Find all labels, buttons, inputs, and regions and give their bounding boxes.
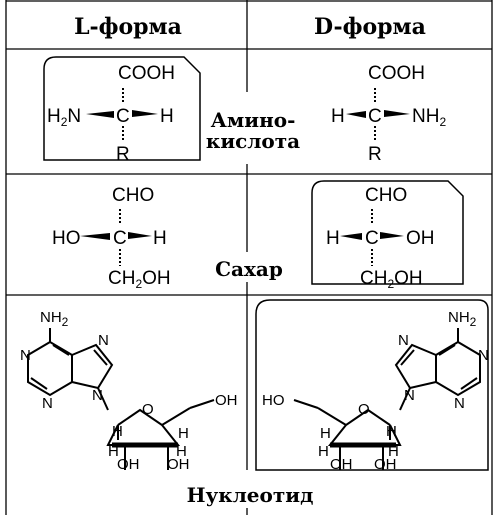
row-label-amino-2: кислота xyxy=(206,129,300,153)
nuc-l-n7: N xyxy=(98,332,109,349)
nuc-d-h1: H xyxy=(386,423,397,440)
sugar-l-ho: HO xyxy=(52,228,81,249)
nuc-l-oh3: OH xyxy=(167,456,190,473)
nuc-d-n1: N xyxy=(478,347,489,364)
table-grid xyxy=(5,0,493,515)
amino-d-cooh: COOH xyxy=(368,63,425,84)
amino-l-c: C xyxy=(116,106,130,127)
nuc-d-h3: H xyxy=(318,443,329,460)
sugar-l-ch2oh: CH2OH xyxy=(108,268,171,291)
nuc-d-h2: H xyxy=(388,443,399,460)
sugar-d-oh: OH xyxy=(406,228,435,249)
nuc-d-o: O xyxy=(358,401,370,418)
nuc-l-h3: H xyxy=(178,425,189,442)
nuc-d-n3: N xyxy=(454,395,465,412)
nuc-l-n3: N xyxy=(42,395,53,412)
header-d-form: D-форма xyxy=(314,14,426,40)
amino-l-cooh: COOH xyxy=(118,63,175,84)
sugar-d-cho: CHO xyxy=(365,185,407,206)
nuc-l-h4: H xyxy=(176,443,187,460)
highlight-box-amino-l xyxy=(43,56,201,161)
nuc-l-nh2: NH2 xyxy=(40,309,69,329)
nuc-l-oh5: OH xyxy=(215,392,238,409)
sugar-d-ch2oh: CH2OH xyxy=(360,268,423,291)
nuc-l-h2: H xyxy=(108,443,119,460)
nuc-d-nh2: NH2 xyxy=(448,309,477,329)
nuc-l-o: O xyxy=(142,401,154,418)
nucleotide-l: NH2 N N N N O OH H H OH H OH H xyxy=(20,309,238,473)
nuc-d-ho5: HO xyxy=(262,392,285,409)
sugar-l-h: H xyxy=(153,228,167,249)
sugar-l: CHO C HO H CH2OH xyxy=(52,185,171,291)
row-label-sugar: Сахар xyxy=(215,257,283,281)
amino-acid-d: COOH C H NH2 R xyxy=(331,63,446,165)
sugar-l-cho: CHO xyxy=(112,185,154,206)
header-l-form: L-форма xyxy=(74,14,182,40)
nuc-l-h1: H xyxy=(112,423,123,440)
sugar-d: CHO C H OH CH2OH xyxy=(326,185,435,291)
nuc-d-h4: H xyxy=(320,425,331,442)
amino-acid-l: COOH C H2N H R xyxy=(47,63,175,165)
highlight-box-sugar-d xyxy=(311,180,464,285)
sugar-l-c: C xyxy=(113,228,127,249)
nuc-l-n9: N xyxy=(92,387,103,404)
amino-l-h2n: H2N xyxy=(47,106,81,129)
nuc-d-oh3: OH xyxy=(330,456,353,473)
sugar-d-c: C xyxy=(365,228,379,249)
sugar-d-h: H xyxy=(326,228,340,249)
nuc-d-n7: N xyxy=(398,332,409,349)
nuc-l-n1: N xyxy=(20,347,31,364)
nuc-l-oh2: OH xyxy=(117,456,140,473)
amino-d-r: R xyxy=(368,144,382,165)
amino-d-h: H xyxy=(331,106,345,127)
amino-d-nh2: NH2 xyxy=(412,106,446,129)
amino-l-r: R xyxy=(116,144,130,165)
amino-d-c: C xyxy=(368,106,382,127)
nuc-d-oh2: OH xyxy=(374,456,397,473)
row-label-nucleotide: Нуклеотид xyxy=(187,483,314,507)
highlight-box-nucleotide-d xyxy=(255,299,489,471)
row-label-amino-1: Амино- xyxy=(211,108,296,132)
amino-l-h: H xyxy=(160,106,174,127)
nucleotide-d: NH2 N N N N O HO H H H OH H OH xyxy=(262,309,489,473)
nuc-d-n9: N xyxy=(404,387,415,404)
